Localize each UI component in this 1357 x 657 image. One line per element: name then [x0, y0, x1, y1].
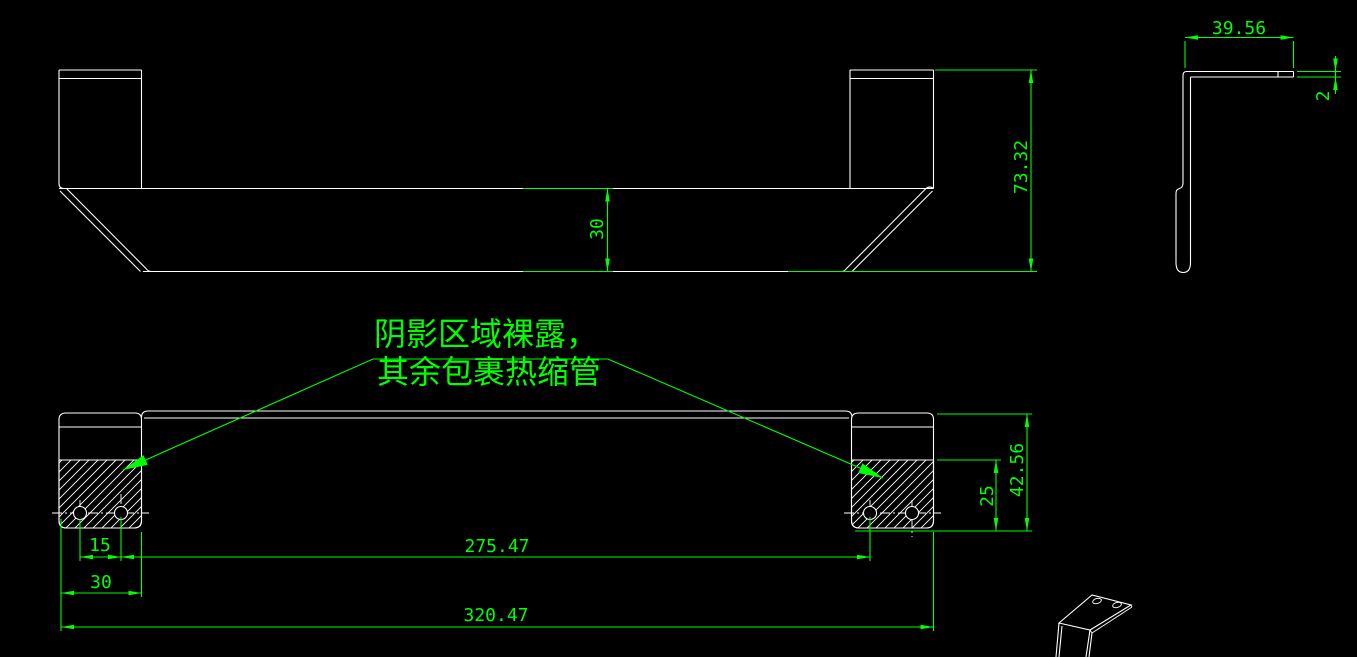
- iso-hole: [1092, 597, 1102, 605]
- bare-zone-left-hatch: [58, 459, 143, 529]
- front-web-drop-dim-text: 30: [587, 218, 608, 240]
- front-dim-web-drop: 30: [523, 187, 613, 273]
- mount-hole: [904, 505, 920, 521]
- iso-hole: [1112, 601, 1122, 609]
- top-dim-overall-length: 320.47: [61, 605, 934, 630]
- callout-text-line2: 其余包裹热缩管: [377, 353, 601, 391]
- front-dim-total-height: 73.32: [788, 69, 1037, 273]
- top-view-geometry: [52, 410, 941, 537]
- top-dim-tab-width: 30: [61, 572, 142, 596]
- mount-hole: [72, 505, 88, 521]
- leader-line: [122, 358, 884, 479]
- callout-annotation: 阴影区域裸露， 其余包裹热缩管: [120, 315, 886, 483]
- top-dim-hole-span: 275.47: [121, 536, 870, 560]
- top-dim-tab-height: 42.56: [937, 413, 1032, 531]
- top-overall-length-dim-text: 320.47: [463, 605, 528, 626]
- side-thickness-dim-text: 2: [1313, 91, 1334, 102]
- top-hole-span-dim-text: 275.47: [464, 536, 529, 557]
- front-view: 30 73.32: [58, 69, 1037, 273]
- callout-text-line1: 阴影区域裸露，: [374, 315, 598, 353]
- side-view-geometry: [1175, 70, 1295, 274]
- side-flange-width-dim-text: 39.56: [1212, 18, 1266, 39]
- front-view-geometry: [58, 69, 935, 273]
- top-hole-pitch-dim-text: 15: [89, 535, 111, 556]
- iso-view: [1055, 594, 1133, 657]
- top-view: 15 275.47 30 320.47 25: [52, 410, 1032, 631]
- side-view: 39.56 2: [1175, 18, 1341, 274]
- side-dim-flange-width: 39.56: [1184, 18, 1295, 68]
- front-total-height-dim-text: 73.32: [1011, 140, 1032, 194]
- top-tab-width-dim-text: 30: [90, 572, 112, 593]
- top-bare-zone-depth-dim-text: 25: [977, 485, 998, 507]
- top-tab-height-dim-text: 42.56: [1007, 443, 1028, 497]
- side-dim-thickness: 2: [1297, 56, 1341, 101]
- top-dim-hole-pitch: 15: [80, 535, 870, 560]
- top-dim-bare-zone-depth: 25: [855, 459, 1032, 532]
